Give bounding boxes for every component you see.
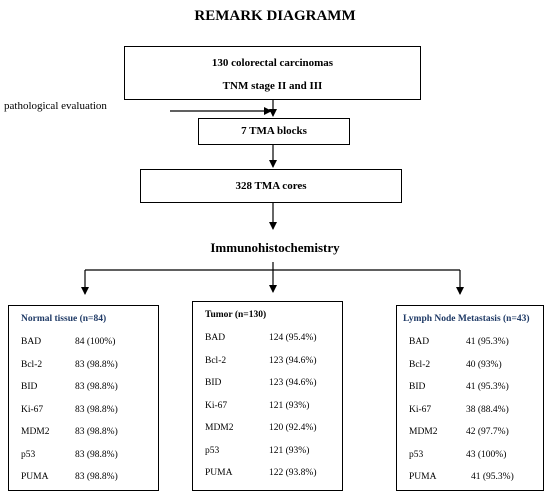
panel-tumor-rows: BAD 124 (95.4%) Bcl-2 123 (94.6%) BID 123 (…	[205, 333, 336, 491]
marker-label: Ki-67	[409, 404, 432, 415]
table-row: Bcl-2 83 (98.8%)	[21, 360, 152, 383]
marker-label: PUMA	[21, 472, 49, 482]
marker-value: 83 (98.8%)	[75, 359, 118, 370]
carcinomas-line1: 130 colorectal carcinomas	[211, 57, 334, 69]
marker-value: 121 (93%)	[269, 445, 310, 456]
panel-lymph-title: Lymph Node Metastasis (n=43)	[403, 314, 530, 324]
marker-value: 120 (92.4%)	[269, 423, 317, 433]
panel-tumor-title: Tumor (n=130)	[205, 310, 267, 320]
marker-label: p53	[409, 449, 424, 460]
marker-value: 38 (88.4%)	[466, 404, 509, 415]
marker-label: MDM2	[21, 427, 50, 437]
marker-value: 83 (98.8%)	[75, 404, 118, 415]
table-row: MDM2 120 (92.4%)	[205, 423, 336, 446]
panel-normal-tissue: Normal tissue (n=84) BAD 84 (100%) Bcl-2 8…	[8, 305, 159, 491]
table-row: PUMA 83 (98.8%)	[21, 472, 152, 495]
panel-lymph-rows: BAD 41 (95.3%) Bcl-2 40 (93%) BID 41 (95.3%…	[409, 337, 537, 495]
marker-value: 83 (98.8%)	[75, 449, 118, 460]
panel-normal-rows: BAD 84 (100%) Bcl-2 83 (98.8%) BID 83 (98.8…	[21, 337, 152, 495]
panel-lymph-node: Lymph Node Metastasis (n=43) BAD 41 (95.3…	[396, 305, 544, 491]
tma-blocks-label: 7 TMA blocks	[241, 125, 307, 137]
diagram-title: REMARK DIAGRAMM	[194, 8, 356, 24]
marker-value: 83 (98.8%)	[75, 427, 118, 437]
marker-label: Ki-67	[21, 404, 44, 415]
marker-label: MDM2	[409, 427, 438, 437]
table-row: p53 83 (98.8%)	[21, 450, 152, 473]
table-row: p53 121 (93%)	[205, 446, 336, 469]
carcinomas-box: 130 colorectal carcinomas TNM stage II a…	[124, 46, 421, 100]
marker-value: 83 (98.8%)	[75, 382, 118, 392]
carcinomas-line2: TNM stage II and III	[222, 80, 323, 92]
tma-cores-box: 328 TMA cores	[140, 169, 402, 203]
marker-label: Bcl-2	[205, 355, 227, 366]
marker-label: BID	[21, 382, 38, 392]
table-row: PUMA 41 (95.3%)	[409, 472, 537, 495]
marker-value: 122 (93.8%)	[269, 468, 317, 478]
table-row: MDM2 83 (98.8%)	[21, 427, 152, 450]
table-row: Bcl-2 40 (93%)	[409, 360, 537, 383]
marker-value: 84 (100%)	[75, 337, 116, 347]
table-row: Ki-67 38 (88.4%)	[409, 405, 537, 428]
table-row: BID 123 (94.6%)	[205, 378, 336, 401]
marker-value: 41 (95.3%)	[471, 472, 514, 482]
panel-tumor: Tumor (n=130) BAD 124 (95.4%) Bcl-2 123 (9…	[192, 301, 343, 491]
table-row: BAD 84 (100%)	[21, 337, 152, 360]
pathological-label: pathological evaluation	[4, 100, 107, 112]
marker-label: BID	[409, 382, 426, 392]
table-row: Ki-67 121 (93%)	[205, 401, 336, 424]
marker-value: 42 (97.7%)	[466, 427, 509, 437]
marker-label: p53	[205, 445, 220, 456]
marker-value: 124 (95.4%)	[269, 333, 317, 343]
marker-label: PUMA	[205, 468, 233, 478]
marker-label: BAD	[205, 333, 226, 343]
marker-label: Bcl-2	[21, 359, 43, 370]
table-row: Ki-67 83 (98.8%)	[21, 405, 152, 428]
marker-label: BAD	[21, 337, 42, 347]
marker-value: 43 (100%)	[466, 449, 507, 460]
marker-label: MDM2	[205, 423, 234, 433]
ihc-heading: Immunohistochemistry	[210, 240, 340, 255]
table-row: MDM2 42 (97.7%)	[409, 427, 537, 450]
table-row: p53 43 (100%)	[409, 450, 537, 473]
marker-value: 123 (94.6%)	[269, 355, 317, 366]
table-row: BAD 124 (95.4%)	[205, 333, 336, 356]
table-row: BID 83 (98.8%)	[21, 382, 152, 405]
marker-value: 40 (93%)	[466, 359, 502, 370]
table-row: BAD 41 (95.3%)	[409, 337, 537, 360]
panel-normal-title: Normal tissue (n=84)	[21, 314, 107, 324]
marker-value: 41 (95.3%)	[466, 382, 509, 392]
marker-label: Ki-67	[205, 400, 228, 411]
marker-value: 121 (93%)	[269, 400, 310, 411]
tma-cores-label: 328 TMA cores	[235, 180, 307, 192]
marker-value: 123 (94.6%)	[269, 378, 317, 388]
table-row: BID 41 (95.3%)	[409, 382, 537, 405]
marker-label: BID	[205, 378, 222, 388]
marker-label: p53	[21, 449, 36, 460]
marker-label: PUMA	[409, 472, 437, 482]
table-row: Bcl-2 123 (94.6%)	[205, 356, 336, 379]
marker-label: BAD	[409, 337, 430, 347]
marker-value: 41 (95.3%)	[466, 337, 509, 347]
marker-value: 83 (98.8%)	[75, 472, 118, 482]
table-row: PUMA 122 (93.8%)	[205, 468, 336, 491]
tma-blocks-box: 7 TMA blocks	[198, 118, 350, 145]
marker-label: Bcl-2	[409, 359, 431, 370]
